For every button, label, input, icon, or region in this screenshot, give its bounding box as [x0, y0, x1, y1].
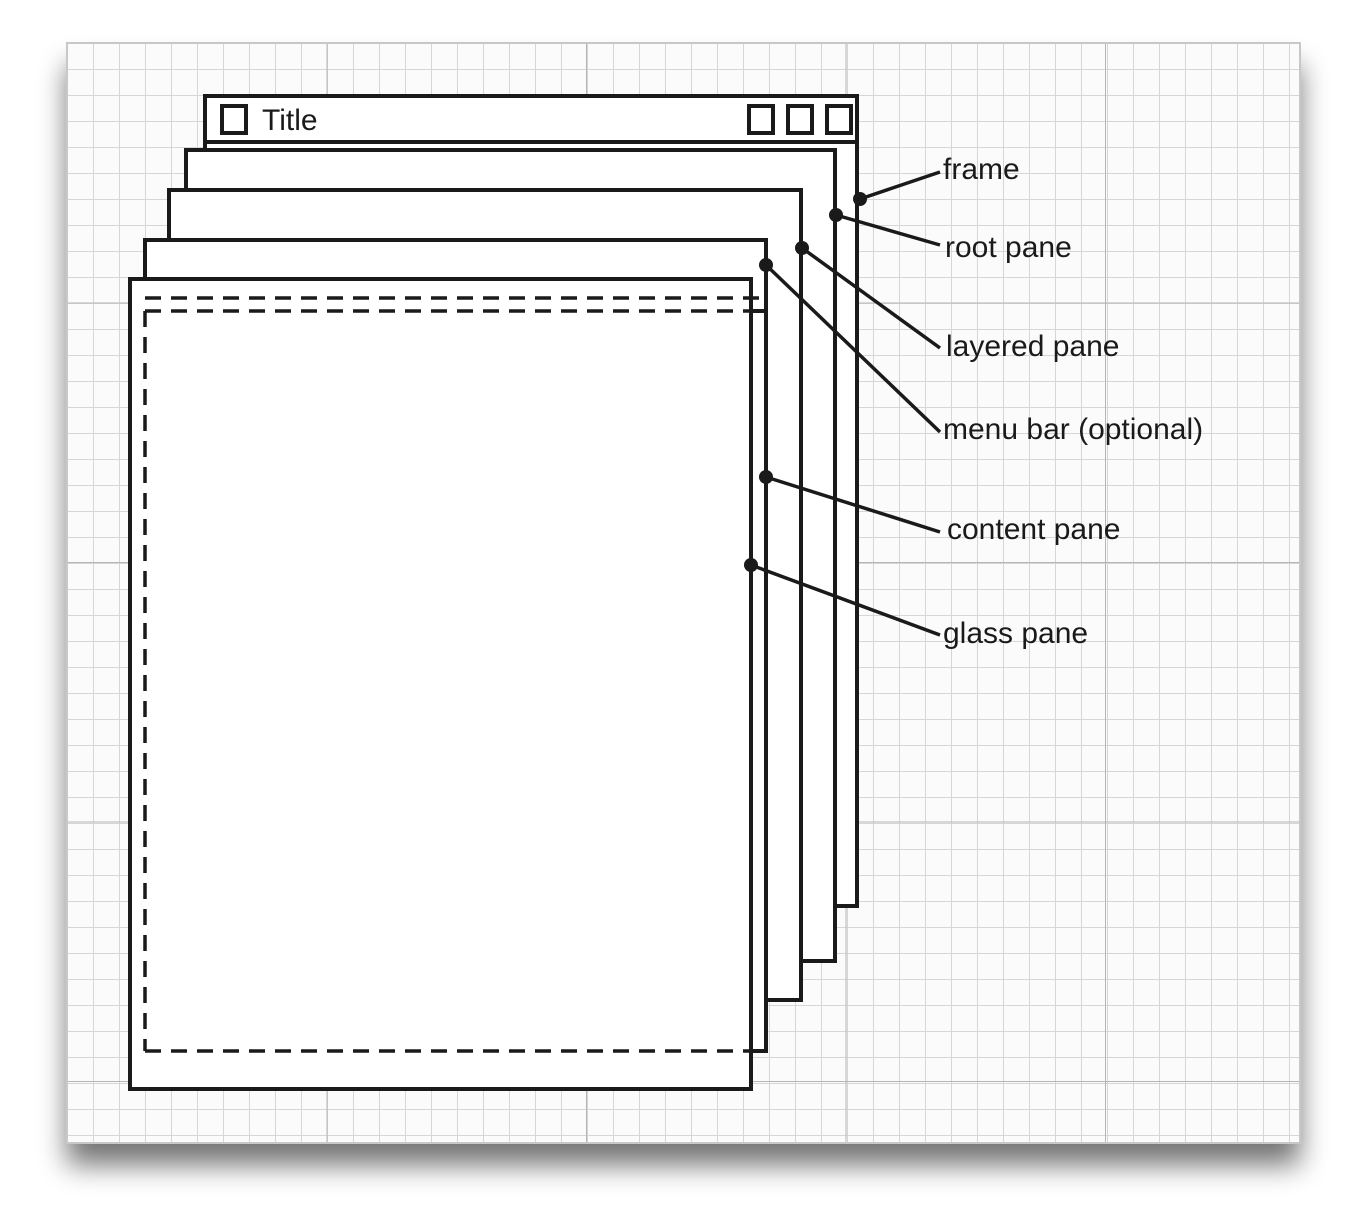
- label-root-pane: root pane: [945, 231, 1072, 264]
- label-frame: frame: [943, 153, 1020, 186]
- label-glass-pane: glass pane: [943, 617, 1088, 650]
- callout-glass-pane: [744, 558, 941, 637]
- callout-menu-bar: [759, 258, 942, 434]
- maximize-icon[interactable]: [786, 104, 814, 135]
- callout-root-pane: [829, 208, 941, 247]
- callout-content-pane: [759, 470, 941, 534]
- minimize-icon[interactable]: [747, 104, 775, 135]
- callout-layered-pane: [795, 241, 942, 350]
- window-title: Title: [262, 104, 318, 137]
- glass-pane-panel: [128, 277, 766, 1091]
- close-icon[interactable]: [825, 104, 853, 135]
- label-layered-pane: layered pane: [946, 330, 1119, 363]
- label-menu-bar: menu bar (optional): [943, 413, 1203, 446]
- label-content-pane: content pane: [947, 513, 1120, 546]
- window-menu-icon[interactable]: [220, 104, 248, 135]
- callout-frame: [853, 170, 941, 206]
